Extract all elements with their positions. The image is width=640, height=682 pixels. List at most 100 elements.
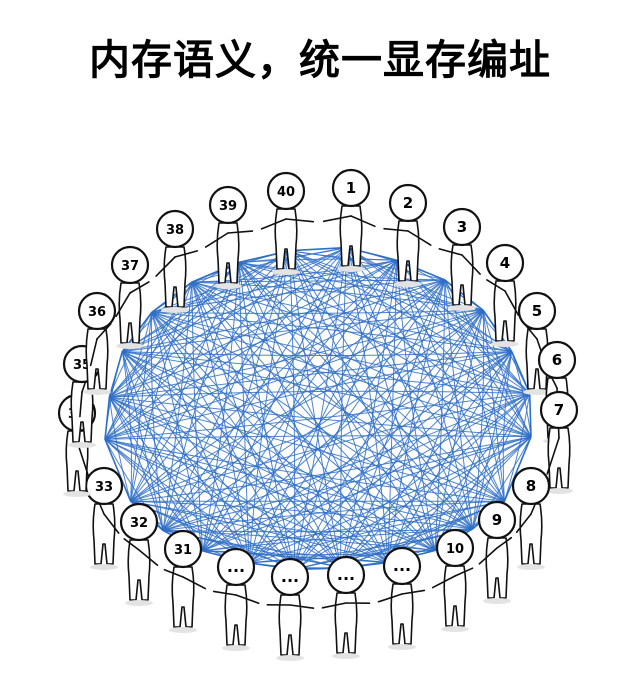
person-body <box>224 584 248 646</box>
person-head-badge <box>435 528 475 568</box>
mesh-link <box>109 309 484 398</box>
person-figure: ... <box>321 555 371 659</box>
mesh-link <box>130 500 473 530</box>
person-shadow <box>272 269 300 275</box>
person-body <box>163 246 187 308</box>
person-head-badge <box>77 291 117 331</box>
person-arm <box>486 279 506 292</box>
person-shadow <box>169 627 197 633</box>
person-number-label: 37 <box>121 259 139 274</box>
mesh-link <box>122 351 436 551</box>
person-head-badge <box>326 555 366 595</box>
mesh-link <box>289 250 512 352</box>
mesh-link <box>109 396 295 570</box>
mesh-link <box>202 262 240 551</box>
mesh-link <box>109 259 398 398</box>
mesh-link <box>130 436 532 502</box>
mesh-link <box>396 260 436 551</box>
person-head-badge <box>382 546 422 586</box>
mesh-link <box>130 500 389 563</box>
person-head-badge <box>511 466 551 506</box>
person-shadow <box>448 305 476 311</box>
person-arm <box>515 513 532 534</box>
person-body <box>396 220 420 282</box>
person-figure: 37 <box>110 245 150 349</box>
person-arm <box>129 281 150 294</box>
mesh-link <box>248 250 291 563</box>
person-figure: 31 <box>163 529 207 633</box>
person-arm <box>155 256 176 277</box>
mesh-link <box>191 281 389 563</box>
mesh-link <box>346 247 474 530</box>
mesh-link <box>346 247 436 551</box>
person-body <box>547 427 571 489</box>
person-arm <box>322 215 352 223</box>
mesh-link <box>289 250 445 281</box>
mesh-link <box>121 351 164 531</box>
person-arm <box>321 602 347 609</box>
person-figure: 2 <box>383 183 432 287</box>
mesh-link <box>151 311 474 530</box>
person-shadow <box>545 488 573 494</box>
person-arm <box>504 290 520 316</box>
mesh-link <box>340 279 446 568</box>
person-arm <box>350 215 376 228</box>
mesh-link <box>151 247 347 313</box>
person-body <box>390 583 414 645</box>
person-body <box>118 282 142 344</box>
person-shadow <box>491 341 519 347</box>
person-number-label: ... <box>337 565 355 584</box>
mesh-link <box>238 261 530 395</box>
person-arm <box>478 547 498 565</box>
person-shadow <box>161 307 189 313</box>
mesh-link <box>238 262 474 530</box>
mesh-link <box>202 250 291 552</box>
person-body <box>493 280 517 342</box>
person-head-badge <box>155 209 195 249</box>
person-arm <box>89 338 98 367</box>
mesh-link <box>387 393 531 563</box>
person-body <box>278 594 302 656</box>
person-arm <box>227 230 254 234</box>
person-number-label: 8 <box>526 477 536 495</box>
person-shadow <box>63 491 91 497</box>
mesh-link <box>191 282 204 551</box>
mesh-link <box>122 279 445 353</box>
person-arm <box>454 567 474 577</box>
mesh-link <box>109 396 505 502</box>
mesh-link <box>238 261 532 438</box>
mesh-link <box>202 259 398 552</box>
person-figure: 3 <box>438 207 482 311</box>
person-number-label: 1 <box>346 179 356 197</box>
person-shadow <box>125 600 153 606</box>
mesh-link <box>162 309 484 531</box>
mesh-link <box>340 393 531 568</box>
person-number-label: 38 <box>166 223 184 238</box>
person-arm <box>496 536 513 549</box>
mesh-link <box>289 250 532 438</box>
mesh-link <box>238 262 295 570</box>
mesh-link <box>202 393 530 552</box>
person-shadow <box>116 343 144 349</box>
mesh-link <box>104 438 435 551</box>
mesh-link <box>104 312 153 440</box>
person-arm <box>174 250 199 258</box>
mesh-link <box>108 396 250 564</box>
mesh-link <box>130 393 530 502</box>
mesh-link <box>104 438 505 502</box>
mesh-link <box>238 262 505 502</box>
person-shadow <box>337 266 365 272</box>
person-number-label: 7 <box>554 401 564 419</box>
person-shadow <box>483 598 511 604</box>
mesh-link <box>109 351 512 398</box>
mesh-link <box>122 351 474 530</box>
mesh-link <box>293 310 484 570</box>
person-figure: 33 <box>84 466 124 570</box>
person-head-badge <box>537 340 577 380</box>
mesh-link <box>472 351 513 530</box>
mesh-link <box>150 312 164 531</box>
mesh-link <box>151 311 532 438</box>
person-shadow <box>332 653 360 659</box>
person-shadow <box>394 281 422 287</box>
